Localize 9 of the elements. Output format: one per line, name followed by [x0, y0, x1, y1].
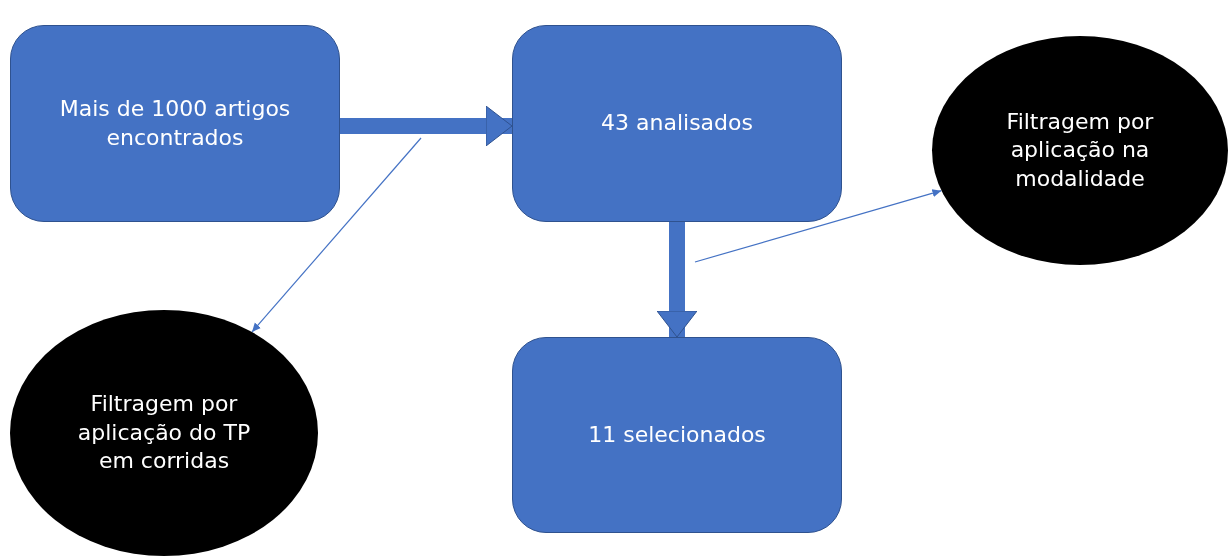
process-box: Mais de 1000 artigos encontrados [10, 25, 340, 222]
process-box: 11 selecionados [512, 337, 842, 533]
block-arrow [340, 105, 513, 147]
filter-ellipse: Filtragem por aplicação do TP em corridas [10, 310, 318, 556]
arrow [251, 137, 422, 333]
block-arrow [656, 222, 698, 338]
filter-ellipse: Filtragem por aplicação na modalidade [932, 36, 1228, 265]
arrow [694, 189, 942, 263]
process-box: 43 analisados [512, 25, 842, 222]
